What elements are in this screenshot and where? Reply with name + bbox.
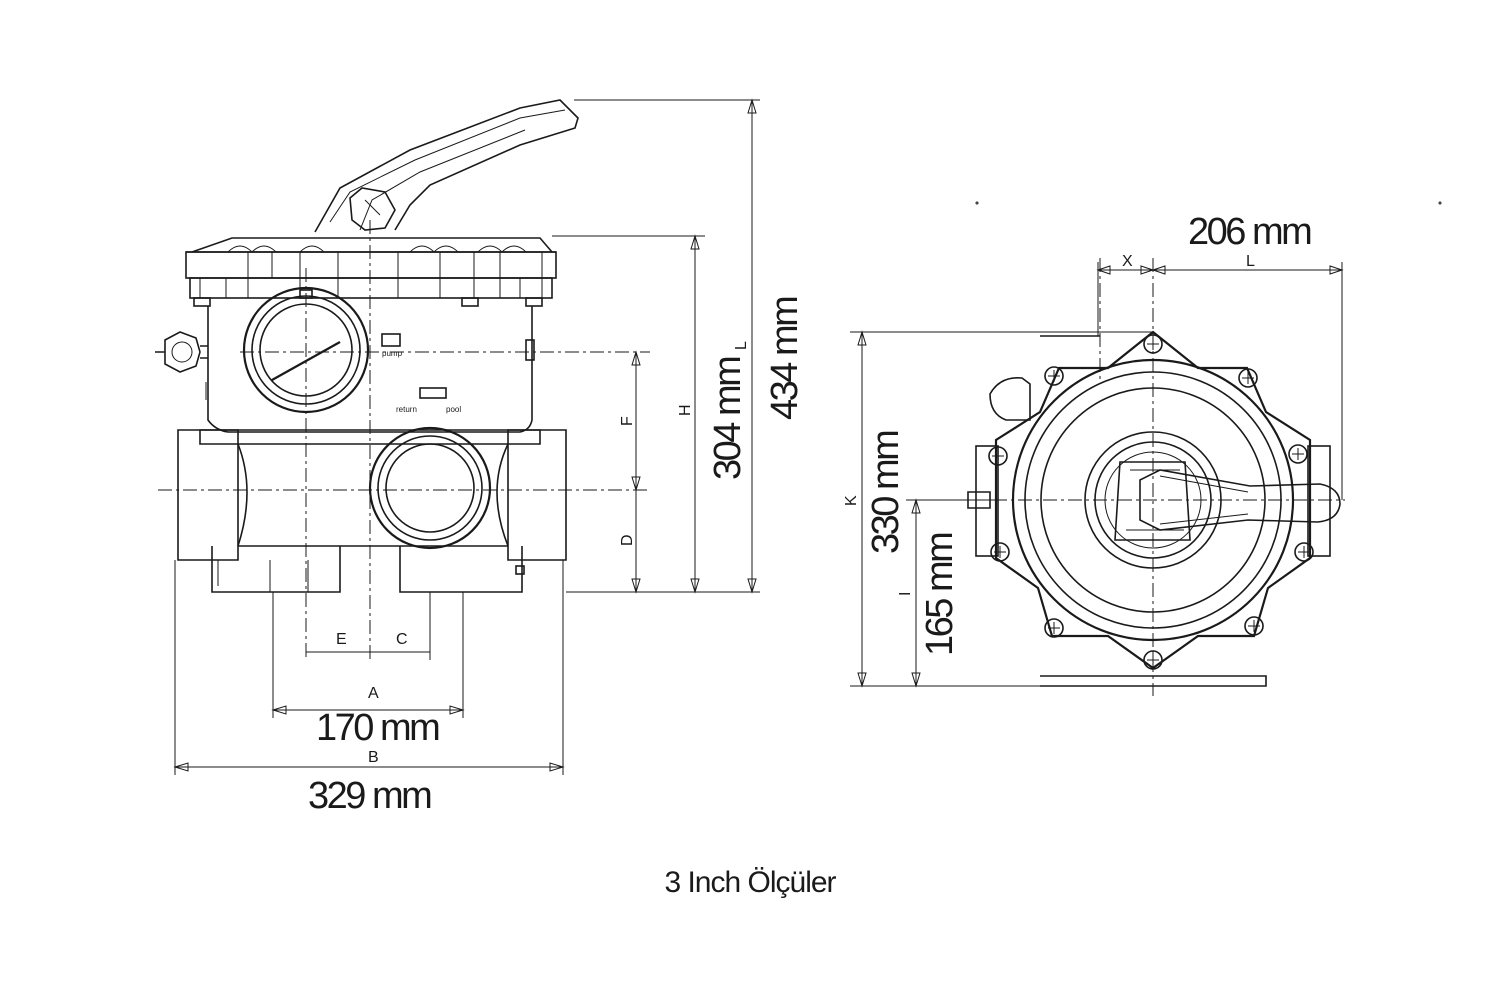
letter-l: L [733, 341, 750, 350]
lever-handle [314, 99, 579, 233]
letter-d: D [619, 534, 636, 546]
front-centerlines [158, 220, 650, 660]
top-view: 206 mm 330 mm 165 mm X L K I [843, 201, 1442, 696]
dim-206: 206 mm [1188, 211, 1311, 253]
top-centerlines [967, 258, 1345, 696]
letter-e: E [336, 631, 347, 648]
lid [185, 237, 557, 307]
front-vertical-dims [552, 98, 760, 594]
top-dims [850, 262, 1344, 688]
letter-c: C [396, 631, 408, 648]
letter-l-top: L [1246, 253, 1255, 270]
valve-body-lower [177, 429, 567, 593]
pool-label: pool [446, 405, 461, 414]
valve-body-upper [199, 306, 541, 445]
dim-170: 170 mm [316, 707, 439, 749]
letter-k: K [843, 495, 860, 506]
dim-165: 165 mm [919, 533, 961, 656]
letter-a: A [368, 685, 379, 702]
letter-i: I [897, 592, 914, 596]
pump-label: pump [382, 349, 403, 358]
bolts [988, 334, 1314, 670]
letter-h: H [677, 404, 694, 416]
return-label: return [396, 405, 417, 414]
dim-434: 434 mm [764, 297, 806, 420]
front-horizontal-dims [173, 560, 565, 775]
body-labels: pump return pool [381, 333, 535, 414]
dim-329: 329 mm [308, 775, 431, 817]
front-port [368, 426, 492, 550]
front-view: pump return pool [155, 98, 806, 817]
letter-x: X [1122, 253, 1133, 270]
caption: 3 Inch Ölçüler [664, 866, 836, 899]
dim-304: 304 mm [707, 357, 749, 480]
top-lever [1114, 461, 1341, 541]
letter-f: F [619, 416, 636, 426]
dim-330: 330 mm [865, 431, 907, 554]
side-knob [155, 331, 208, 400]
letter-b: B [368, 749, 379, 766]
